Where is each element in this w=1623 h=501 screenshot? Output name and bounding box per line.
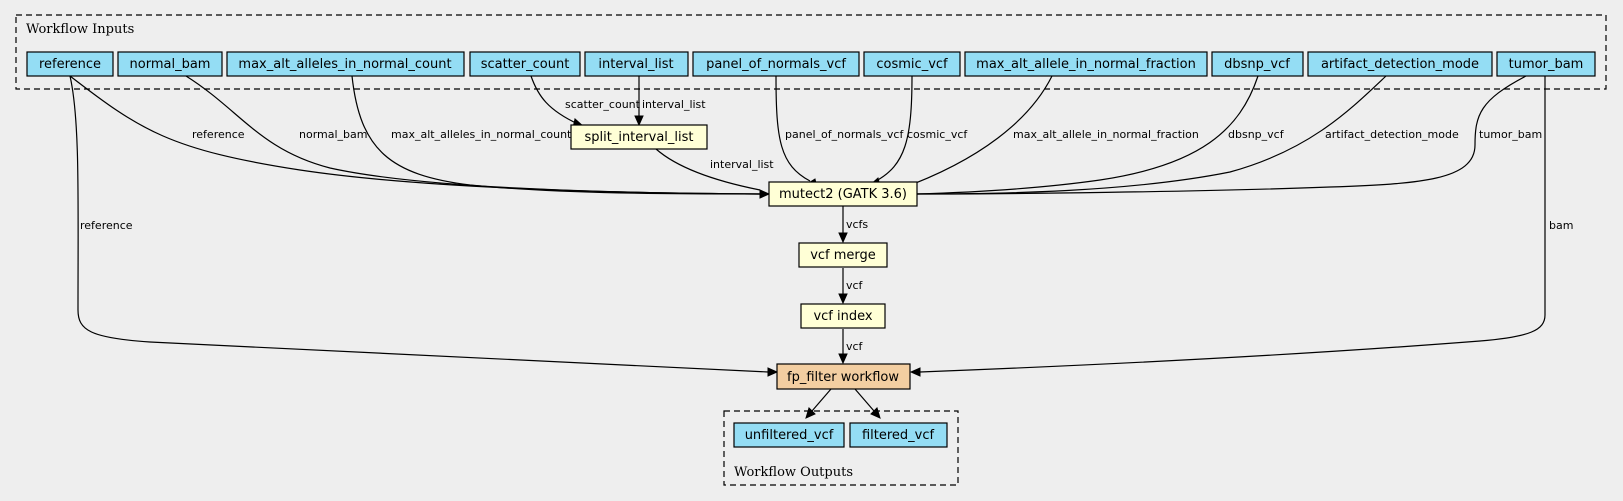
output-filtered-vcf-box [849,422,948,448]
input-interval-list-box [584,51,689,77]
input-panel-of-normals-label: panel_of_normals_vcf [706,57,846,72]
edge-reference-fp: reference [69,75,779,377]
edge-bam: bam [909,76,1573,377]
output-unfiltered-vcf-label: unfiltered_vcf [745,428,834,443]
edge-label-panel-of-normals: panel_of_normals_vcf [785,128,904,141]
input-dbsnp-vcf[interactable]: dbsnp_vcf [1211,51,1304,77]
edge-label-vcf-merge-index: vcf [846,279,864,292]
step-vcf-merge[interactable]: vcf merge [798,242,888,268]
step-vcf-merge-label: vcf merge [810,248,876,263]
input-max-alt-alleles-label: max_alt_alleles_in_normal_count [238,57,451,72]
output-unfiltered-vcf-box [733,422,845,448]
input-reference-label: reference [39,57,101,72]
input-max-alt-alleles-in-normal-count[interactable]: max_alt_alleles_in_normal_count [226,51,465,77]
input-scatter-count-label: scatter_count [481,57,570,72]
step-split-interval-list-label: split_interval_list [584,130,693,145]
input-artifact-detection-label: artifact_detection_mode [1321,57,1479,72]
edge-fp-filtered [854,388,881,419]
input-normal-bam-box [117,51,223,77]
input-panel-of-normals-box [692,51,860,77]
edge-tumor-bam: tumor_bam [915,75,1542,195]
edge-label-scatter-count: scatter_count [565,98,641,111]
step-vcf-index[interactable]: vcf index [800,303,886,329]
edge-label-bam: bam [1549,219,1573,232]
edge-vcf-merge-index: vcf [838,268,864,305]
input-artifact-detection-box [1307,51,1493,77]
input-tumor-bam-label: tumor_bam [1509,57,1584,72]
input-max-alt-allele-in-normal-fraction[interactable]: max_alt_allele_in_normal_fraction [964,51,1208,77]
input-nodes: reference normal_bam max_alt_alleles_in_… [26,51,1596,77]
input-panel-of-normals-vcf[interactable]: panel_of_normals_vcf [692,51,860,77]
input-normal-bam[interactable]: normal_bam [117,51,223,77]
input-cosmic-vcf[interactable]: cosmic_vcf [863,51,961,77]
edge-label-cosmic: cosmic_vcf [907,128,968,141]
step-mutect2-label: mutect2 (GATK 3.6) [779,187,907,202]
edge-split-interval: interval_list [655,148,774,191]
step-fp-filter-label: fp_filter workflow [787,370,899,385]
workflow-outputs-cluster: Workflow Outputs [723,410,959,486]
edge-label-reference-mutect: reference [192,128,245,141]
outputs-cluster-border [723,410,959,486]
edge-label-reference-fp: reference [80,219,133,232]
input-interval-list[interactable]: interval_list [584,51,689,77]
step-vcf-index-label: vcf index [813,309,872,324]
inputs-cluster-border [15,14,1607,90]
input-tumor-bam[interactable]: tumor_bam [1496,51,1596,77]
edge-label-vcf-index-fp: vcf [846,340,864,353]
output-nodes: unfiltered_vcf filtered_vcf [733,422,948,448]
step-nodes: split_interval_list mutect2 (GATK 3.6) v… [570,124,918,390]
workflow-inputs-cluster: Workflow Inputs [15,14,1607,90]
input-reference-box [26,51,114,77]
input-reference[interactable]: reference [26,51,114,77]
input-tumor-bam-box [1496,51,1596,77]
edge-label-tumor-bam: tumor_bam [1479,128,1542,141]
input-cosmic-vcf-label: cosmic_vcf [876,57,948,72]
step-fp-filter-workflow[interactable]: fp_filter workflow [776,363,911,390]
edge-label-max-alt-alleles: max_alt_alleles_in_normal_count [391,128,572,141]
edge-label-normal-bam: normal_bam [299,128,367,141]
input-scatter-count[interactable]: scatter_count [469,51,581,77]
edge-label-vcfs: vcfs [846,218,868,231]
step-mutect2-box [768,181,918,207]
input-interval-list-label: interval_list [598,57,673,72]
input-scatter-count-box [469,51,581,77]
output-filtered-vcf-label: filtered_vcf [862,428,935,443]
edge-interval-list: interval_list [634,76,706,127]
step-fp-filter-box [776,363,911,390]
step-split-interval-list[interactable]: split_interval_list [570,124,708,150]
step-mutect2[interactable]: mutect2 (GATK 3.6) [768,181,918,207]
input-max-alt-fraction-label: max_alt_allele_in_normal_fraction [976,57,1196,72]
outputs-cluster-label: Workflow Outputs [734,465,853,480]
step-vcf-merge-box [798,242,888,268]
edge-fp-unfiltered [805,388,832,419]
input-artifact-detection-mode[interactable]: artifact_detection_mode [1307,51,1493,77]
edge-scatter-count: scatter_count [530,75,641,129]
edge-vcfs: vcfs [838,206,868,244]
input-max-alt-fraction-box [964,51,1208,77]
input-cosmic-vcf-box [863,51,961,77]
edge-label-max-alt-fraction: max_alt_allele_in_normal_fraction [1013,128,1199,141]
output-filtered-vcf[interactable]: filtered_vcf [849,422,948,448]
edge-normal-bam: normal_bam [185,75,761,195]
input-max-alt-alleles-box [226,51,465,77]
edge-vcf-index-fp: vcf [838,329,864,365]
input-dbsnp-vcf-box [1211,51,1304,77]
edge-label-artifact: artifact_detection_mode [1325,128,1459,141]
edges: scatter_count interval_list reference no… [69,75,1573,419]
edge-label-dbsnp: dbsnp_vcf [1228,128,1285,141]
inputs-cluster-label: Workflow Inputs [26,22,134,37]
input-dbsnp-vcf-label: dbsnp_vcf [1224,57,1290,72]
edge-label-split-interval: interval_list [710,158,774,171]
edge-panel-of-normals: panel_of_normals_vcf [775,75,904,189]
input-normal-bam-label: normal_bam [130,57,211,72]
edge-label-interval-list: interval_list [642,98,706,111]
step-split-interval-list-box [570,124,708,150]
step-vcf-index-box [800,303,886,329]
edge-max-alt-alleles: max_alt_alleles_in_normal_count [351,75,761,195]
output-unfiltered-vcf[interactable]: unfiltered_vcf [733,422,845,448]
